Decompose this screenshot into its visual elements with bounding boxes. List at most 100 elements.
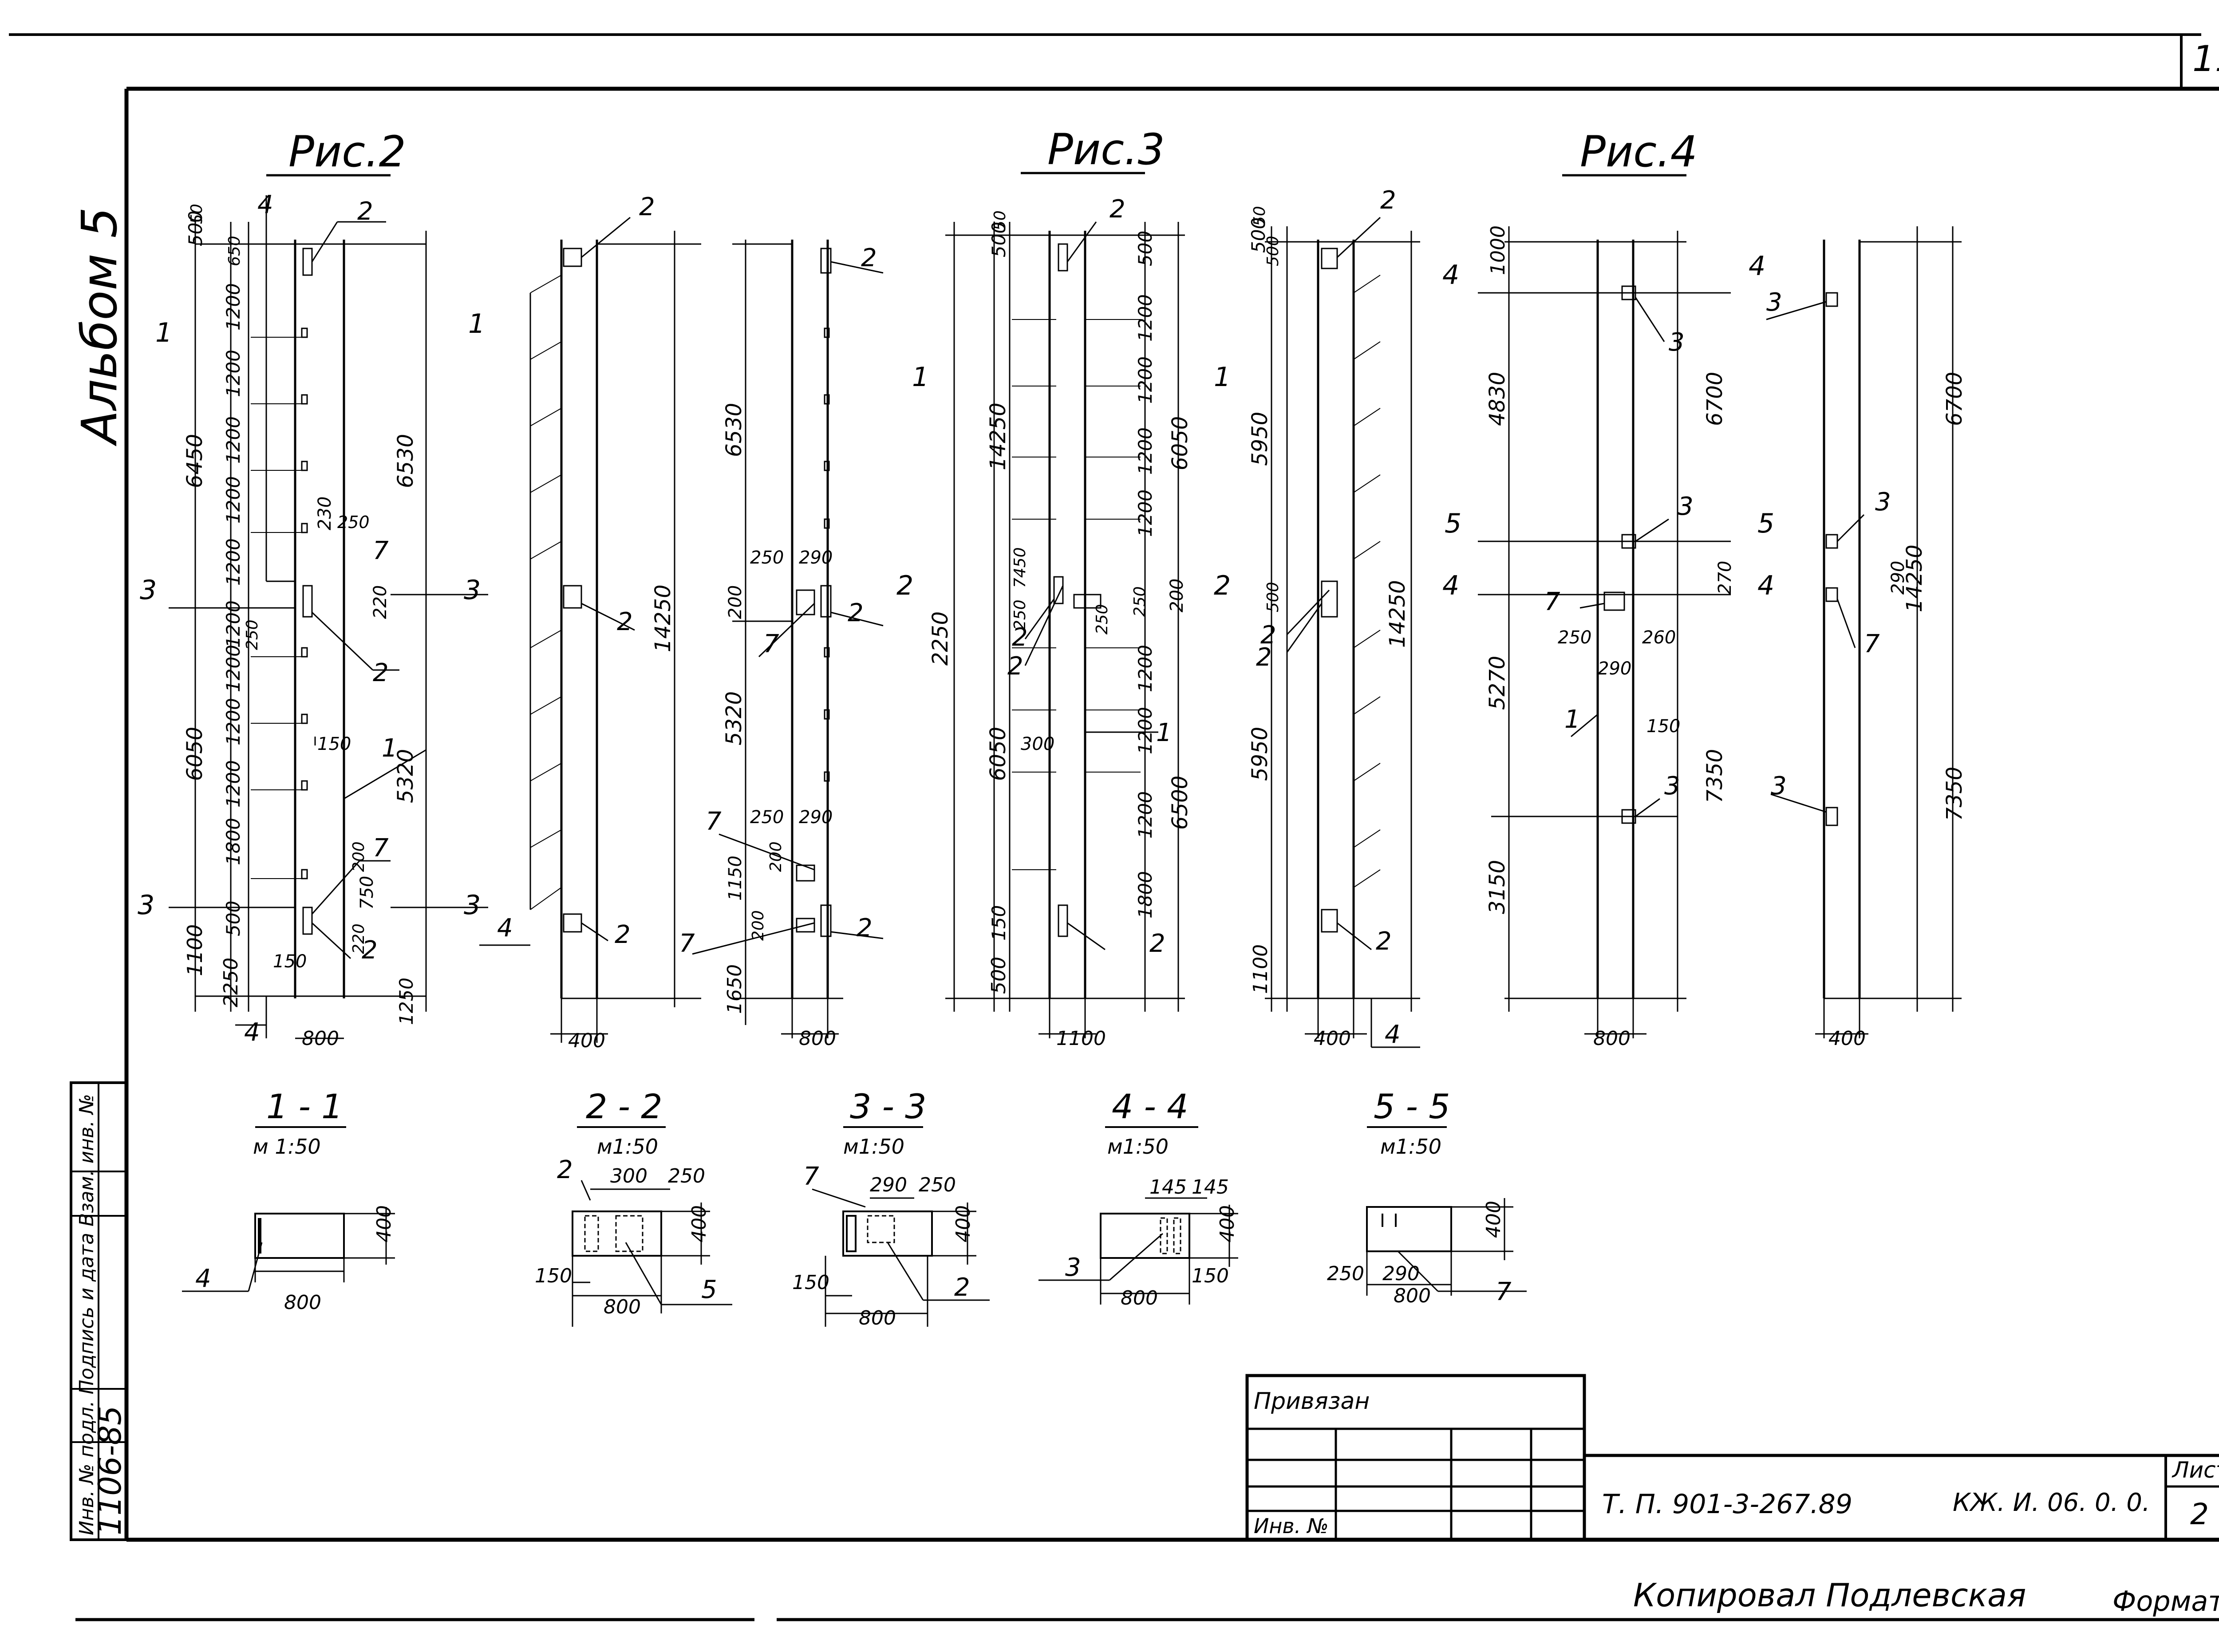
dimension-label: 290 xyxy=(1888,561,1908,595)
callout-tag: 2 xyxy=(1260,621,1276,650)
dimension-label: 1200 xyxy=(222,645,244,692)
section-tag: 1 xyxy=(468,308,485,339)
dimension-label: 6700 xyxy=(1702,372,1727,426)
copied-by: Копировал Подлевская xyxy=(1633,1577,2026,1614)
callout-tag: 3 xyxy=(1678,492,1694,521)
section-drawings xyxy=(182,1126,1527,1327)
dimension-label: 250 xyxy=(243,619,261,650)
dimension-label: 500 xyxy=(222,901,244,936)
section-scale: м1:50 xyxy=(597,1135,658,1159)
dimension-label: 290 xyxy=(799,807,833,828)
dimension-label: 260 xyxy=(1642,627,1676,648)
dimension-label: 1200 xyxy=(222,760,244,808)
dimension-label: 750 xyxy=(357,876,377,910)
callout-tag: 3 xyxy=(1664,772,1680,800)
section-tag: 3 xyxy=(140,575,157,606)
callout-tag: 1 xyxy=(1156,718,1172,747)
dimension-label: 14250 xyxy=(651,584,675,652)
format-label: Формат А2 xyxy=(2112,1585,2219,1617)
dimension-label: 1650 xyxy=(723,964,746,1014)
dimension-label: 1250 xyxy=(395,978,417,1025)
section-tag: 4 xyxy=(244,1018,260,1047)
dimension-label: 150 xyxy=(988,905,1010,941)
dimension-label: 6450 xyxy=(182,434,207,488)
dimension-label: 290 xyxy=(1382,1262,1420,1285)
dimension-label: 150 xyxy=(1192,1265,1229,1287)
callout-tag: 4 xyxy=(195,1264,211,1293)
sheet-frame xyxy=(9,33,2219,1621)
callout-tag: 2 xyxy=(1380,186,1396,215)
elevation-fig3b xyxy=(1265,217,1420,1048)
callout-tag: 1 xyxy=(1564,705,1580,734)
panel-elevations xyxy=(169,195,1962,1048)
dimension-label: 50 xyxy=(1251,206,1269,226)
dimension-label: 400 xyxy=(952,1205,975,1242)
dimension-label: 290 xyxy=(870,1174,907,1196)
dimension-label: 400 xyxy=(373,1205,395,1242)
section-tag: 1 xyxy=(155,317,172,348)
dimension-label: 250 xyxy=(1558,627,1591,648)
callout-tag: 2 xyxy=(639,193,655,221)
dimension-label: 800 xyxy=(302,1027,339,1050)
dimension-label: 250 xyxy=(1093,604,1111,635)
section-tag: 5 xyxy=(1757,508,1774,539)
callout-tag: 7 xyxy=(373,834,389,863)
section-tag: 1 xyxy=(912,362,929,393)
dimension-label: 2250 xyxy=(220,958,242,1007)
dimension-label: 1200 xyxy=(1134,489,1156,537)
elevation-fig2 xyxy=(169,195,488,1039)
dimension-label: 200 xyxy=(749,910,767,941)
dimension-label: 230 xyxy=(315,497,335,530)
side-stamp-label: Инв. № подл. Подпись и дата Взам. инв. № xyxy=(75,1094,98,1535)
dimension-label: 1800 xyxy=(222,818,244,865)
dimension-label: 800 xyxy=(1394,1285,1431,1307)
dimension-label: 290 xyxy=(799,548,833,568)
section-tag: 1 xyxy=(1214,362,1231,393)
section-title: 1 - 1 xyxy=(266,1087,343,1126)
dimension-label: 14250 xyxy=(986,402,1011,470)
dimension-label: 5950 xyxy=(1248,727,1272,781)
section-tag: 4 xyxy=(1442,570,1459,601)
dimension-label: 1200 xyxy=(1134,356,1156,404)
callout-tag: 2 xyxy=(1007,652,1023,681)
dimension-label: 150 xyxy=(273,951,307,972)
section-4-4 xyxy=(1038,1126,1238,1305)
callout-tag: 4 xyxy=(497,914,513,942)
elevation-fig2b xyxy=(479,217,701,1043)
dimension-label: 50 xyxy=(991,210,1009,231)
dimension-label: 500 xyxy=(1134,231,1156,266)
section-title: 4 - 4 xyxy=(1112,1087,1188,1126)
dimension-label: 500 xyxy=(987,957,1010,994)
callout-tag: 7 xyxy=(679,929,695,958)
section-3-3 xyxy=(812,1126,990,1327)
callout-tag: 7 xyxy=(803,1162,819,1191)
dimension-label: 270 xyxy=(1715,561,1735,595)
callout-tag: 2 xyxy=(1012,623,1028,652)
callout-tag: 2 xyxy=(362,936,378,965)
elevation-fig4 xyxy=(1478,226,1731,1038)
section-title: 3 - 3 xyxy=(850,1087,926,1126)
figure-title-fig4: Рис.4 xyxy=(1580,127,1698,177)
dimension-label: 500 xyxy=(185,211,206,246)
section-scale: м1:50 xyxy=(1380,1135,1441,1159)
dimension-label: 800 xyxy=(1121,1287,1158,1309)
callout-tag: 2 xyxy=(557,1155,573,1184)
dimension-label: 6050 xyxy=(182,727,207,781)
dimension-label: 200 xyxy=(767,841,785,872)
dimension-label: 3150 xyxy=(1485,860,1510,914)
dimension-label: 150 xyxy=(317,734,351,754)
section-tag: 3 xyxy=(464,575,481,606)
callout-tag: 2 xyxy=(617,607,633,636)
callout-tag: 7 xyxy=(373,536,389,565)
dimension-label: 200 xyxy=(1167,579,1187,612)
callout-tag: 3 xyxy=(1771,772,1787,800)
dimension-label: 6530 xyxy=(722,403,746,457)
dimension-label: 150 xyxy=(792,1271,829,1294)
dimension-label: 250 xyxy=(337,513,370,532)
dimension-label: 1200 xyxy=(222,698,244,745)
dimension-label: 250 xyxy=(1327,1262,1364,1285)
dimension-label: 200 xyxy=(725,585,746,619)
callout-tag: 2 xyxy=(857,914,873,942)
dimension-label: 500 xyxy=(1264,236,1282,266)
